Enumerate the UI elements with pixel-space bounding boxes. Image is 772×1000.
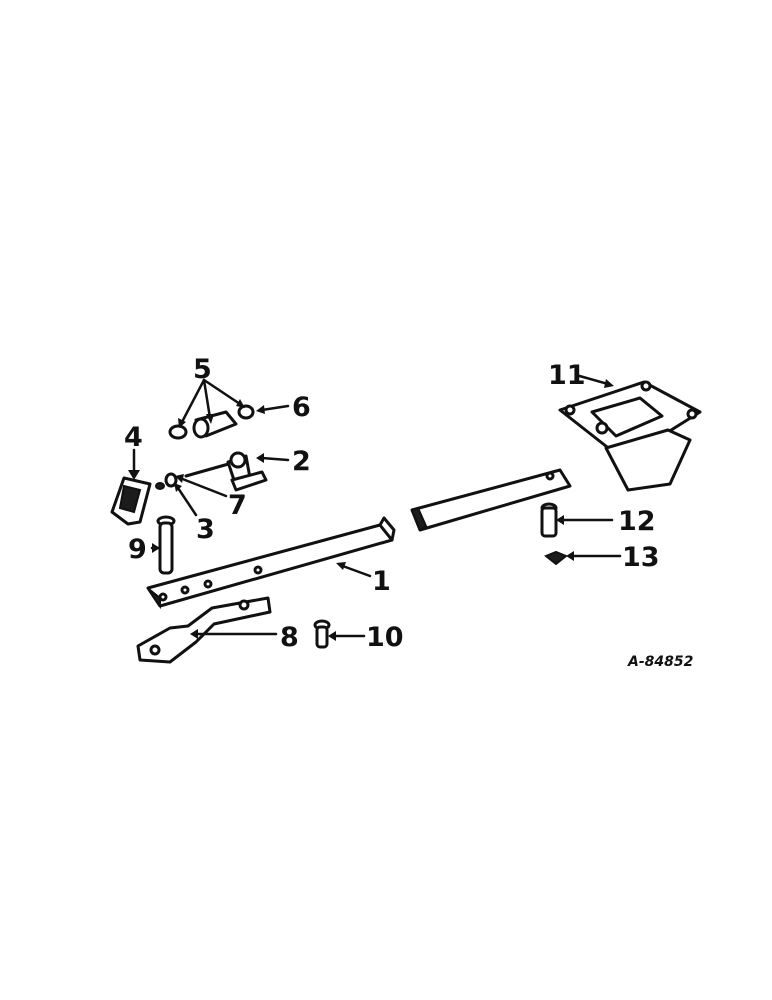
callout-10: 10 [366, 622, 404, 653]
clevis-pin [156, 515, 176, 575]
leaders [128, 373, 622, 641]
callout-11: 11 [548, 360, 586, 391]
support-pin [540, 502, 558, 538]
washer [164, 472, 178, 488]
callout-4: 4 [124, 422, 143, 453]
pin-bracket [184, 451, 268, 492]
hitch-support [558, 380, 702, 492]
callout-8: 8 [280, 622, 299, 653]
callout-3: 3 [196, 514, 215, 545]
callout-5: 5 [193, 354, 212, 385]
callout-13: 13 [622, 542, 660, 573]
roller-set [168, 404, 255, 440]
callout-1: 1 [372, 566, 391, 597]
offset-clevis [136, 596, 272, 664]
retaining-clip [544, 550, 568, 566]
callout-2: 2 [292, 446, 311, 477]
drawbar [146, 516, 396, 610]
guide-block [110, 476, 152, 526]
callout-6: 6 [292, 392, 311, 423]
drawing-reference-number: A-84852 [627, 654, 693, 670]
cotter-pin [155, 482, 165, 490]
drawbar-rear-section [410, 468, 572, 532]
callout-12: 12 [618, 506, 656, 537]
callout-9: 9 [128, 534, 147, 565]
callout-7: 7 [228, 490, 247, 521]
bolt [313, 619, 331, 649]
